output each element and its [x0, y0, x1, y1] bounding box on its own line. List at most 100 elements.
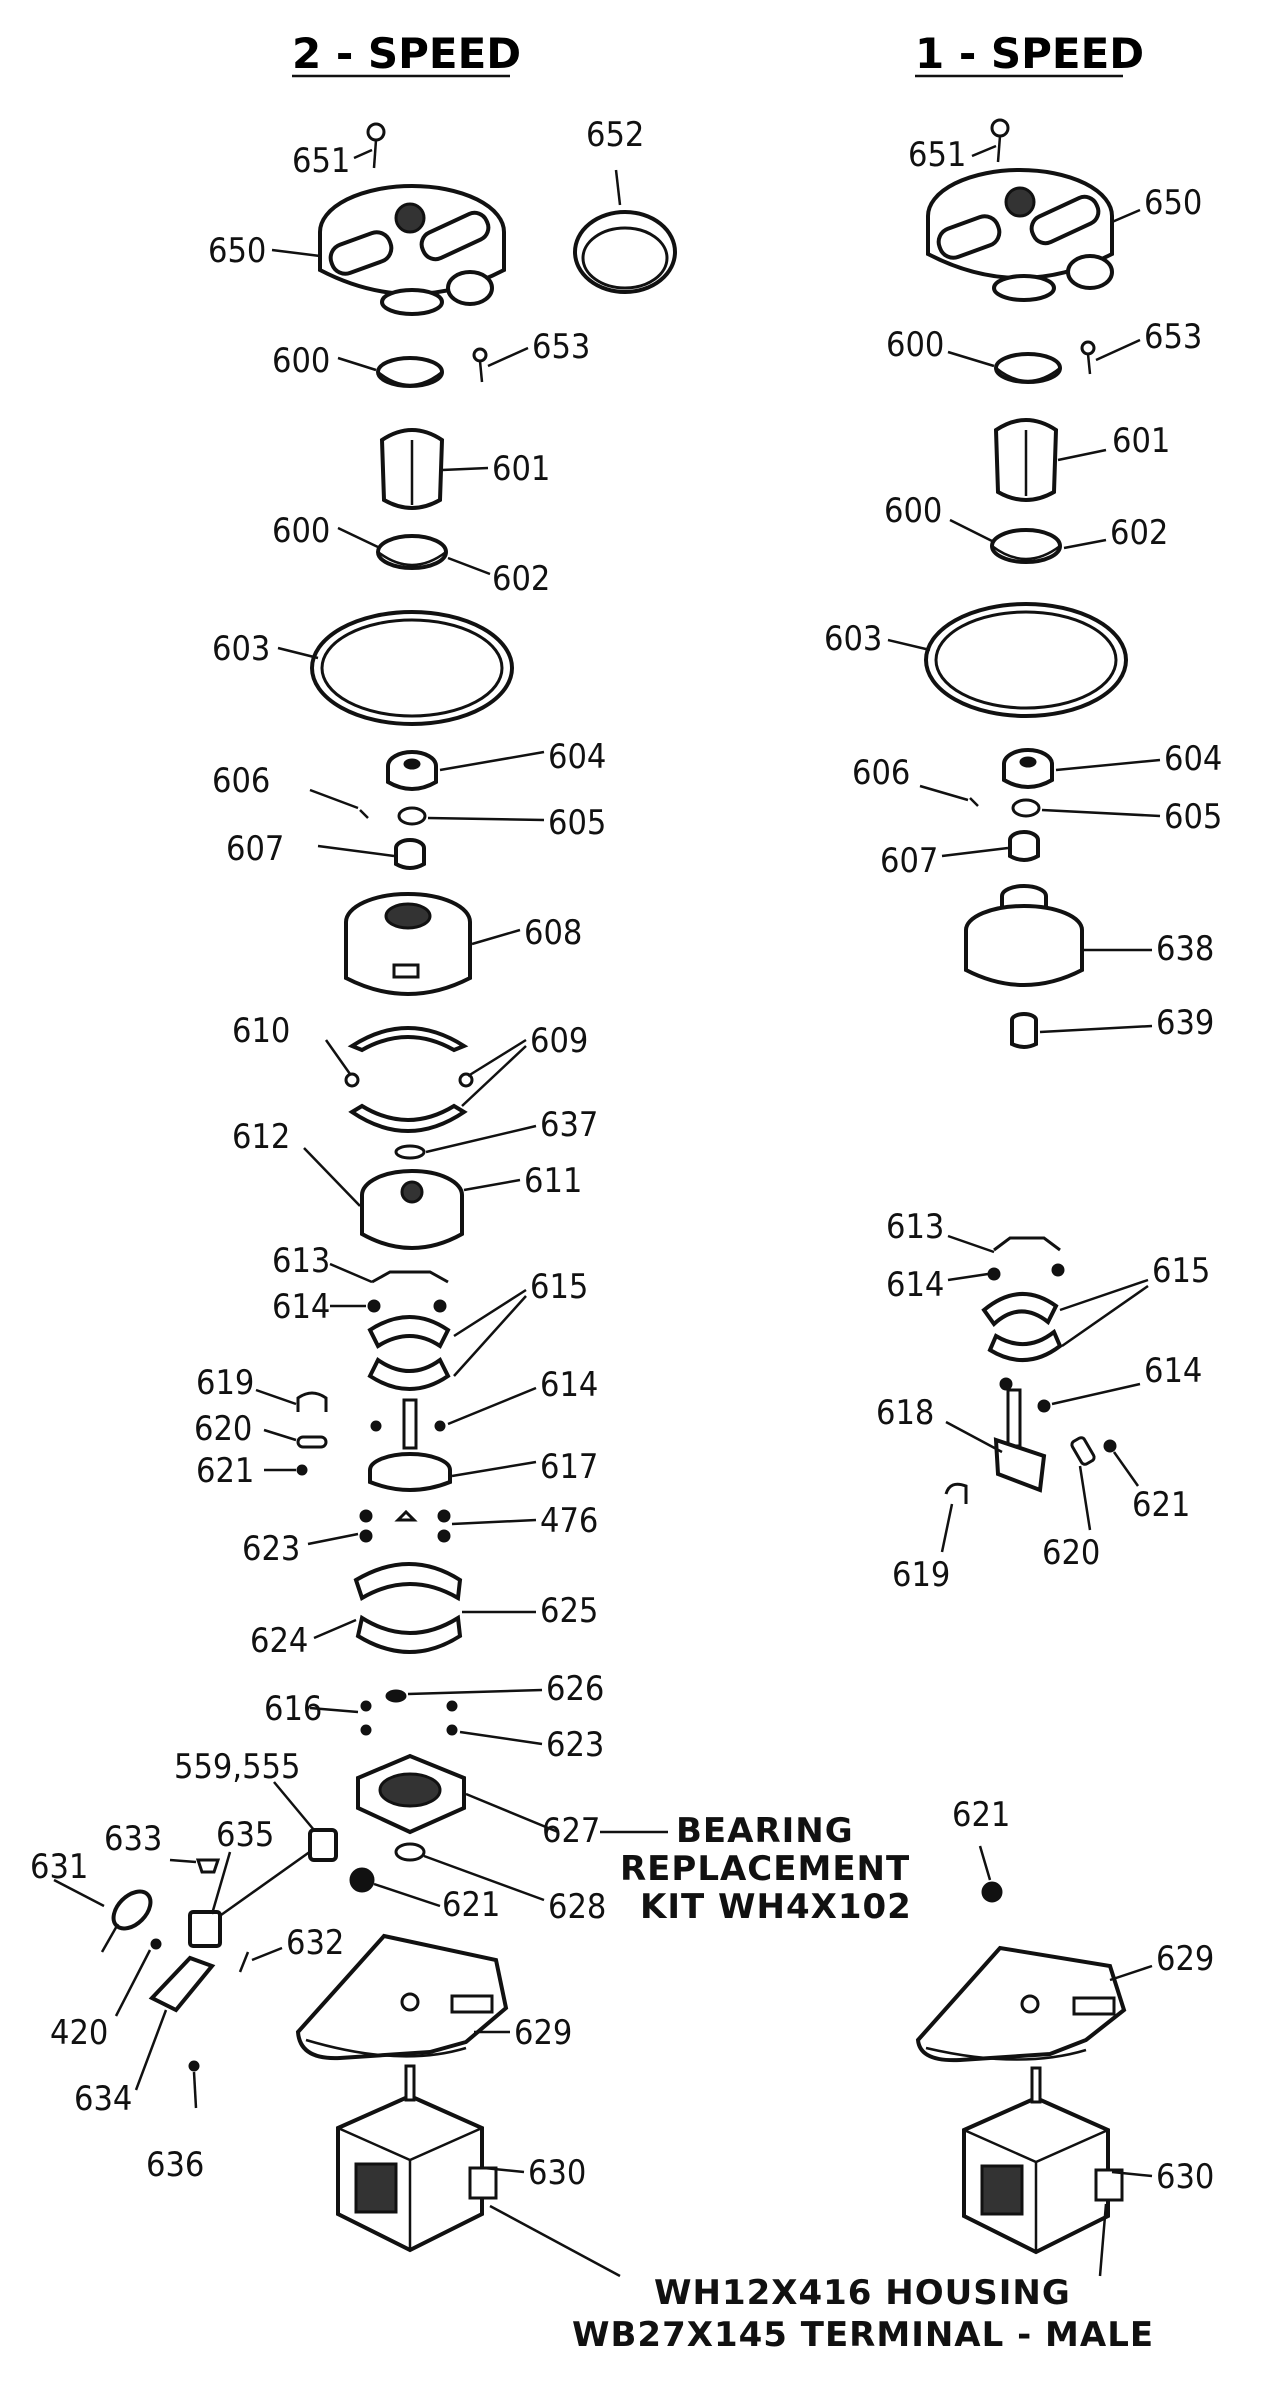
label-620: 620: [194, 1409, 252, 1449]
part-604-pulley: [1002, 748, 1054, 789]
label-605: 605: [1164, 797, 1222, 837]
one-speed-parts: [915, 118, 1128, 2255]
label-600b: 600: [884, 491, 942, 531]
part-629-mounting-plate: [915, 1945, 1127, 2063]
label-612: 612: [232, 1117, 290, 1157]
label-614: 614: [272, 1287, 330, 1327]
part-607-bushing: [1008, 830, 1040, 862]
label-633: 633: [104, 1819, 162, 1859]
label-600b: 600: [272, 511, 330, 551]
part-650-pump-housing: [926, 168, 1114, 302]
part-614-ball: [367, 1299, 381, 1313]
label-609: 609: [530, 1021, 588, 1061]
part-629-mounting-plate: [295, 1933, 509, 2061]
housing-note-line2: WB27X145 TERMINAL - MALE: [572, 2315, 1154, 2355]
one-speed-label-group: 651 650 600 653 601 600 602 603 606 604 …: [824, 135, 1222, 2197]
label-638: 638: [1156, 929, 1214, 969]
label-611: 611: [524, 1161, 582, 1201]
part-614-ball: [1037, 1399, 1051, 1413]
part-621-ball: [1103, 1439, 1117, 1453]
two-speed-label-group: 651 652 650 600 653 601 600 602 603 606 …: [30, 115, 644, 2193]
label-616: 616: [264, 1689, 322, 1729]
part-621-ball: [296, 1464, 308, 1476]
part-651-screw: [990, 118, 1010, 163]
part-601-coupling: [993, 418, 1059, 502]
label-602: 602: [492, 559, 550, 599]
part-630-motor: [336, 2064, 498, 2253]
label-601: 601: [492, 449, 550, 489]
part-602-clamp: [376, 534, 448, 570]
part-608-drum: [344, 892, 472, 996]
housing-note-line1: WH12X416 HOUSING: [654, 2273, 1071, 2313]
label-627: 627: [542, 1811, 600, 1851]
part-614-ball: [999, 1377, 1013, 1391]
label-607: 607: [880, 841, 938, 881]
label-621: 621: [1132, 1485, 1190, 1525]
label-604: 604: [548, 737, 606, 777]
part-614-ball: [987, 1267, 1001, 1281]
label-559-555: 559,555: [174, 1747, 300, 1787]
label-476: 476: [540, 1501, 598, 1541]
part-616-ball: [360, 1700, 372, 1712]
part-611-cam: [360, 1169, 464, 1250]
part-638-drum: [964, 884, 1084, 987]
part-604-pulley: [386, 750, 438, 791]
part-631-capacitor: [100, 1889, 153, 1953]
part-623-ball: [359, 1529, 373, 1543]
label-619: 619: [892, 1555, 950, 1595]
label-631: 631: [30, 1847, 88, 1887]
part-606-key: [359, 809, 369, 819]
part-476-nub: [394, 1509, 418, 1522]
part-605-ring: [397, 806, 427, 826]
part-633-screw: [195, 1858, 221, 1874]
part-617-shaft: [368, 1398, 452, 1492]
part-601-coupling: [379, 428, 445, 510]
label-621b: 621: [952, 1795, 1010, 1835]
header-one-speed: 1 - SPEED: [915, 29, 1144, 78]
part-619-clip: [296, 1391, 328, 1412]
part-630-motor: [962, 2066, 1124, 2255]
label-618: 618: [876, 1393, 934, 1433]
two-speed-parts: [100, 122, 677, 2253]
label-628: 628: [548, 1887, 606, 1927]
label-632: 632: [286, 1923, 344, 1963]
part-651-screw: [366, 122, 386, 169]
part-652-seal-ring: [573, 210, 677, 294]
one-speed-leaders: [887, 144, 1161, 2277]
header-two-speed: 2 - SPEED: [292, 29, 521, 78]
label-603: 603: [824, 619, 882, 659]
label-610: 610: [232, 1011, 290, 1051]
label-614b: 614: [1144, 1351, 1202, 1391]
label-621b: 621: [442, 1885, 500, 1925]
label-621: 621: [196, 1451, 254, 1491]
label-606: 606: [852, 753, 910, 793]
part-635-harness: [188, 1828, 338, 1948]
part-627-bearing-housing: [356, 1753, 466, 1835]
part-476-ball: [437, 1509, 451, 1523]
label-420: 420: [50, 2013, 108, 2053]
part-626-ball: [385, 1689, 407, 1703]
part-634-switch: [148, 1955, 216, 2013]
label-620: 620: [1042, 1533, 1100, 1573]
part-623-ball: [446, 1700, 458, 1712]
label-614b: 614: [540, 1365, 598, 1405]
part-606-key: [969, 797, 979, 807]
part-628-ring: [394, 1842, 426, 1862]
part-609-shoes: [344, 1026, 474, 1133]
two-speed-leaders: [53, 148, 622, 2278]
part-653-screw: [1080, 340, 1096, 375]
label-615: 615: [530, 1267, 588, 1307]
label-637: 637: [540, 1105, 598, 1145]
label-614: 614: [886, 1265, 944, 1305]
label-634: 634: [74, 2079, 132, 2119]
label-651: 651: [908, 135, 966, 175]
part-420-screw: [150, 1938, 162, 1950]
label-623: 623: [242, 1529, 300, 1569]
label-629: 629: [514, 2013, 572, 2053]
bearing-note-line1: BEARING: [676, 1811, 854, 1851]
label-602: 602: [1110, 513, 1168, 553]
label-615: 615: [1152, 1251, 1210, 1291]
part-616-ball: [360, 1724, 372, 1736]
label-600: 600: [886, 325, 944, 365]
